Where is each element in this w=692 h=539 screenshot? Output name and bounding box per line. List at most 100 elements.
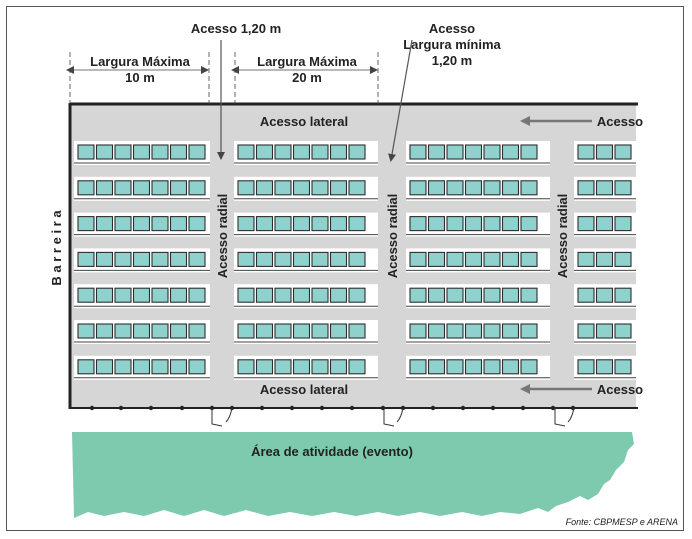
seat [151, 216, 169, 232]
seat [348, 144, 366, 160]
gate-2b [396, 407, 404, 423]
seat [577, 359, 595, 375]
seat [114, 216, 132, 232]
seat [255, 180, 274, 196]
seat [114, 144, 132, 160]
seat [446, 144, 464, 160]
seat [188, 216, 206, 232]
seat [237, 216, 255, 232]
seat [427, 180, 446, 196]
seat [446, 216, 464, 232]
seat [151, 287, 169, 303]
seat [114, 359, 132, 375]
seat [409, 323, 427, 339]
seat [274, 323, 292, 339]
seat [151, 144, 169, 160]
seat [464, 216, 483, 232]
barrier-post [570, 405, 576, 411]
seat [409, 359, 427, 375]
seat [311, 144, 329, 160]
access-120-label: Acesso 1,20 m [191, 21, 281, 36]
seat [520, 216, 538, 232]
seat [446, 287, 464, 303]
seat [329, 287, 348, 303]
seat [77, 180, 95, 196]
seat [274, 359, 292, 375]
seat [348, 180, 366, 196]
seat [255, 359, 274, 375]
barrier-post [550, 405, 556, 411]
seat [409, 180, 427, 196]
seat [329, 359, 348, 375]
seat [614, 180, 632, 196]
source-caption: Fonte: CBPMESP e ARENA [565, 517, 678, 527]
seat [169, 323, 188, 339]
seat [311, 287, 329, 303]
seat [151, 180, 169, 196]
seat [501, 251, 520, 267]
seat-rows [74, 141, 636, 380]
seat [95, 287, 114, 303]
seat [464, 144, 483, 160]
seat [151, 251, 169, 267]
gate-3b [567, 407, 575, 423]
seat [77, 359, 95, 375]
seat [255, 144, 274, 160]
seat [311, 216, 329, 232]
activity-area [72, 432, 634, 518]
seat [348, 216, 366, 232]
seat [274, 287, 292, 303]
seat [311, 323, 329, 339]
seat [114, 323, 132, 339]
seat [577, 323, 595, 339]
seat [95, 216, 114, 232]
seat [577, 216, 595, 232]
seat [169, 144, 188, 160]
seat [614, 216, 632, 232]
seat [169, 180, 188, 196]
seat [520, 359, 538, 375]
seat [348, 323, 366, 339]
seat [237, 287, 255, 303]
seat [464, 287, 483, 303]
gate-1 [211, 408, 223, 427]
seat [188, 251, 206, 267]
seat [77, 216, 95, 232]
seat [348, 251, 366, 267]
seat [446, 359, 464, 375]
seat [237, 144, 255, 160]
seat [292, 359, 311, 375]
seat [409, 216, 427, 232]
seat [255, 251, 274, 267]
seat [577, 251, 595, 267]
seat [169, 216, 188, 232]
seat [237, 251, 255, 267]
seat [427, 216, 446, 232]
seat [329, 144, 348, 160]
access-right-top-label: Acesso [597, 114, 643, 129]
seat [501, 216, 520, 232]
barrier-post [148, 405, 154, 411]
barrier-post [259, 405, 265, 411]
seat [329, 251, 348, 267]
barrier-post [490, 405, 496, 411]
seat [501, 180, 520, 196]
dim-20m-label-line1: Largura Máxima [257, 54, 357, 69]
seat [501, 287, 520, 303]
seat [595, 216, 614, 232]
seat [348, 359, 366, 375]
seat [464, 359, 483, 375]
seat [169, 287, 188, 303]
lateral-aisle-top-label: Acesso lateral [260, 114, 348, 129]
seat [483, 144, 501, 160]
access-min-label-line1: Acesso [429, 21, 475, 36]
seat [614, 144, 632, 160]
seat [595, 180, 614, 196]
lateral-aisle-bottom-label: Acesso lateral [260, 382, 348, 397]
seat [95, 144, 114, 160]
seat [614, 251, 632, 267]
seat [274, 180, 292, 196]
barrier-post [349, 405, 355, 411]
seat [292, 144, 311, 160]
seat [483, 216, 501, 232]
